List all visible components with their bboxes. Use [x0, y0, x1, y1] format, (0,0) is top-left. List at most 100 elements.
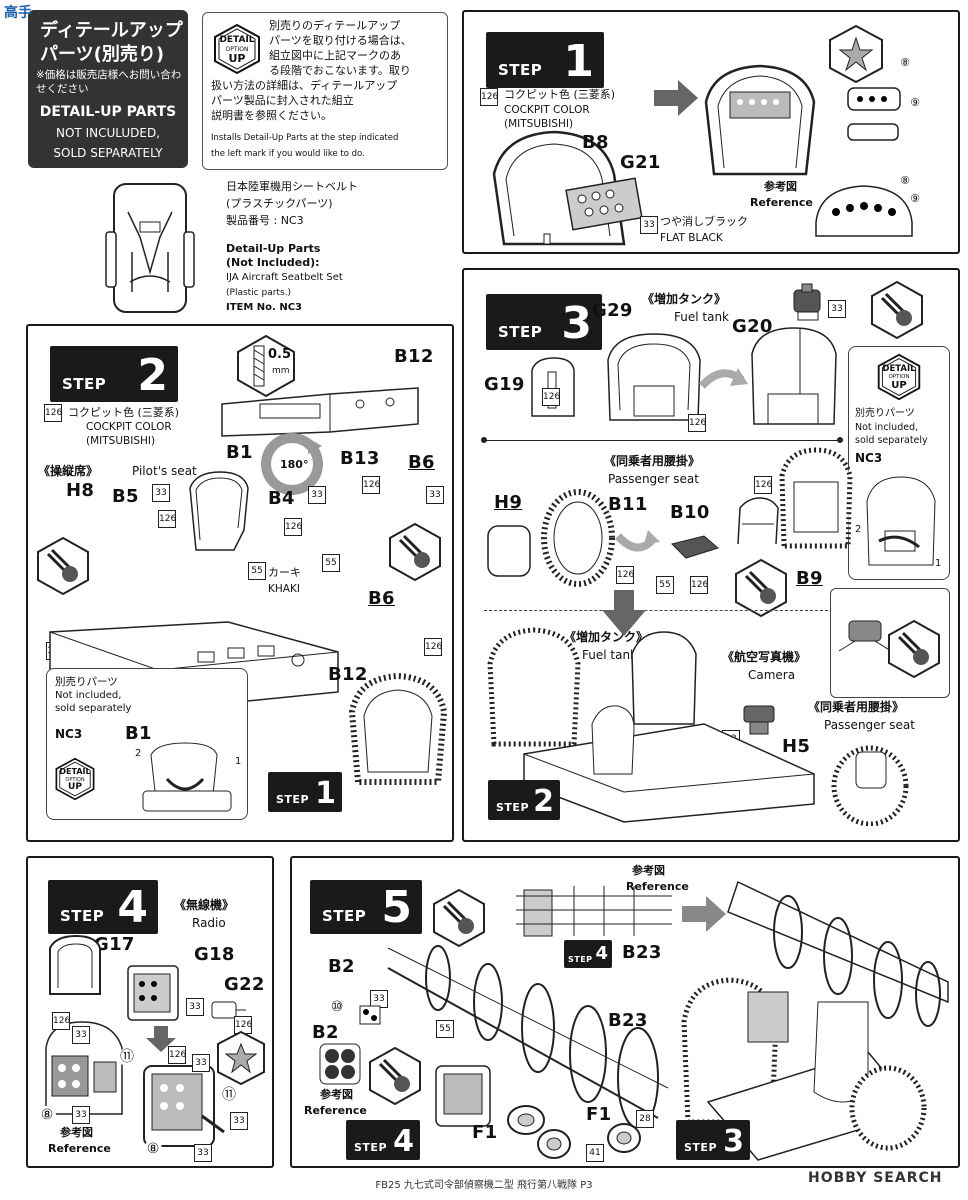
step1-bulkhead-drawing	[492, 130, 643, 246]
step4-g17-drawing	[49, 934, 101, 995]
step2-code-4: 126	[284, 518, 302, 536]
step2-drill-hex-icon	[237, 334, 295, 398]
step3-part-h9: H9	[494, 492, 523, 513]
step2-seat-jp: 《操縦席》	[38, 464, 99, 478]
step3-option-jp: 別売りパーツ	[855, 408, 915, 419]
step2-part-b6-mid: B6	[368, 588, 395, 609]
header-title-line2: パーツ(別売り)	[40, 44, 165, 65]
step5-substep4-number: 4	[393, 1124, 414, 1159]
step1-assembled-drawing	[704, 64, 816, 176]
step3-floor-assembly-drawing	[487, 627, 815, 823]
step2-option-part-b1: B1	[125, 723, 152, 744]
step3-part-g20: G20	[732, 316, 773, 337]
step1-panel: STEP 1 126 コクピット色 (三菱系) COCKPIT COLOR (M…	[462, 10, 960, 254]
step4-panel: STEP 4 《無線機》 Radio G17 G18 G22 33 126 12…	[26, 856, 274, 1168]
step4-code-ref-33b: 33	[72, 1106, 90, 1124]
seatbelt-en5: ITEM No. NC3	[226, 302, 302, 313]
step5-ref-en-top: Reference	[626, 880, 689, 893]
step5-ref-frame-drawing	[516, 886, 672, 937]
step5-substep4-tag: STEP 4	[346, 1120, 420, 1160]
info-jp-line-6: パーツ製品に封入された組立	[211, 94, 354, 107]
step2-seat-en: Pilot's seat	[132, 464, 197, 478]
step2-substep-number: 1	[315, 776, 336, 811]
step2-substep-tag: STEP 1	[268, 772, 342, 812]
step4-radio-en: Radio	[192, 916, 226, 930]
step5-ref-jp-top: 参考図	[632, 864, 665, 877]
step4-code-1: 33	[186, 998, 204, 1016]
step3-part-g29: G29	[592, 300, 633, 321]
step2-part-b12-top: B12	[394, 346, 434, 367]
step1-color-jp: コクピット色 (三菱系)	[504, 88, 616, 101]
step3-code-b10b: 126	[690, 576, 708, 594]
step3-passenger-en: Passenger seat	[608, 472, 699, 486]
step4-part-g17: G17	[94, 934, 135, 955]
step1-flat-en: FLAT BLACK	[660, 232, 723, 244]
step1-decal-9-bottom: ⑨	[906, 190, 924, 208]
step5-part-b23-top: B23	[622, 942, 662, 963]
step3-option-box: DETAIL OPTION UP 別売りパーツ Not included, so…	[848, 346, 950, 580]
step3-b10-drawing	[671, 535, 720, 559]
step3-passenger-en-bottom: Passenger seat	[824, 718, 915, 732]
step5-part-f1-left: F1	[472, 1122, 498, 1143]
step3-fuel-jp: 《増加タンク》	[642, 292, 727, 306]
step3-camera-jp: 《航空写真機》	[722, 650, 807, 664]
seatbelt-en3: IJA Aircraft Seatbelt Set	[226, 272, 343, 283]
step2-option-n1: 1	[235, 756, 242, 767]
step2-option-item: NC3	[55, 727, 83, 741]
step3-substep-tag: STEP 2	[488, 780, 560, 820]
step2-floor-top-drawing	[221, 387, 419, 437]
info-jp-line-5: 扱い方法の詳細は、ディテールアップ	[211, 79, 398, 92]
step3-code-g19: 126	[542, 388, 560, 406]
step3-tank-closed-drawing	[751, 327, 837, 425]
step3-tag-label: STEP	[498, 323, 543, 341]
step2-option-box: 別売りパーツ Not included, sold separately NC3…	[46, 668, 248, 820]
step2-part-b12-bottom: B12	[328, 664, 368, 685]
step1-decal-hex	[829, 24, 883, 84]
seatbelt-en1: Detail-Up Parts	[226, 242, 321, 255]
step5-substep4-label: STEP	[354, 1141, 388, 1154]
step5-ref-en-left: Reference	[304, 1104, 367, 1117]
step5-nipper-hex-icon-top	[433, 888, 485, 948]
step2-code-3: 33	[308, 486, 326, 504]
step3-divider-dashed	[484, 610, 828, 611]
step3-divider-top	[484, 440, 840, 441]
step3-code-tank: 126	[688, 414, 706, 432]
info-en-line-2: the left mark if you would like to do.	[211, 149, 365, 159]
step4-tag-label: STEP	[60, 907, 105, 925]
step1-decal-8-bottom: ⑧	[896, 172, 914, 190]
step1-tag-label: STEP	[498, 61, 543, 79]
step5-ref-substep-tag: STEP 4	[564, 940, 612, 968]
step5-tag: STEP 5	[310, 880, 422, 934]
step4-tag-number: 4	[117, 882, 148, 933]
step5-code-55: 55	[436, 1020, 454, 1038]
step2-thickness-unit: mm	[272, 366, 290, 376]
step1-arrow	[654, 80, 698, 116]
detail-up-badge: DETAIL OPTION UP	[211, 23, 263, 75]
seatbelt-illustration	[105, 183, 195, 313]
step4-decal-hex	[217, 1030, 265, 1086]
badge-option-text: OPTION	[225, 46, 249, 53]
step2-color-code: 126	[44, 404, 62, 422]
step5-part-b2-bottom: B2	[312, 1022, 339, 1043]
step4-decal-11-right: ⑪	[220, 1086, 238, 1104]
step2-option-jp: 別売りパーツ	[55, 676, 118, 688]
step3-option-en2: sold separately	[855, 435, 928, 446]
info-jp-line-1: 別売りのディテールアップ	[269, 19, 401, 32]
step3-option-seat-drawing	[866, 476, 936, 566]
step3-passenger-jp: 《同乗者用腰掛》	[604, 454, 701, 468]
step5-wheel-1-drawing	[507, 1105, 545, 1135]
step3-tag-number: 3	[561, 298, 592, 349]
step5-tag-number: 5	[381, 882, 412, 933]
step1-decal-panels	[847, 87, 901, 141]
step3-option-n2: 2	[855, 524, 862, 535]
header-price-note: ※価格は販売店様へお問い合わせください	[36, 69, 182, 95]
step4-code-ref-33a: 33	[72, 1026, 90, 1044]
step4-decal-11-left: ⑪	[118, 1048, 136, 1066]
step3-option-badge: DETAIL OPTION UP	[875, 353, 923, 401]
step3-option-n1: 1	[935, 558, 942, 569]
step5-substep3-label: STEP	[684, 1141, 718, 1154]
step3-fuel-jp-bottom: 《増加タンク》	[564, 630, 649, 644]
step1-flat-jp: つや消しブラック	[660, 215, 748, 228]
step4-down-arrow	[146, 1026, 176, 1052]
step2-part-b4: B4	[268, 488, 295, 509]
